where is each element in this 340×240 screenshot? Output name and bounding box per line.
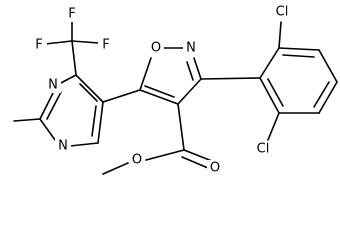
label-bg	[183, 40, 199, 56]
label-bg	[45, 77, 61, 93]
label-bg	[98, 37, 114, 53]
bond-isox-c4-c5	[139, 89, 179, 105]
bond-cf3-pyrimidine	[71, 40, 77, 76]
bond-pyr-methyl	[13, 118, 41, 122]
bond-ph-c4-c5-double	[313, 81, 330, 108]
bond-cf3-f2	[44, 40, 73, 45]
bond-ester-carbonyl-double	[181, 156, 209, 169]
bond-pyr-c2-n1	[39, 118, 56, 141]
bond-isox-n-c3	[193, 57, 202, 80]
bond-pyrimidine-isoxazole	[102, 89, 141, 103]
bond-ph-cl-bottom	[267, 112, 280, 141]
bond-ph-c3-c4	[318, 49, 338, 83]
label-bg	[253, 141, 273, 157]
bond-ph-c6-c1	[259, 77, 280, 114]
bond-isox-n-c3-double	[186, 61, 194, 81]
bond-cf3-f3	[71, 40, 100, 44]
atom-labels: F F F N N O N Cl Cl O O	[31, 4, 292, 176]
bond-isox-phenyl	[200, 77, 261, 80]
bond-isox-c3-c4	[177, 78, 202, 105]
label-bg	[129, 152, 145, 168]
bond-ph-c1-c2	[259, 47, 280, 79]
bond-ph-cl-top	[278, 21, 282, 49]
atom-o-carbonyl: O	[210, 161, 220, 176]
bond-ester-c-o	[145, 149, 185, 161]
atom-n-pyr-bottom: N	[58, 139, 68, 154]
bond-pyr-n3-c2-double	[46, 91, 62, 120]
bond-pyr-c6-c5-double	[91, 105, 97, 137]
bond-ester-carbonyl	[183, 149, 213, 162]
label-bg	[64, 6, 80, 22]
label-bg	[207, 160, 223, 176]
label-bg	[272, 4, 292, 20]
bond-ester-o-methyl	[102, 162, 129, 175]
bond-pyr-n1-c6	[69, 142, 99, 147]
atom-n-pyr-top: N	[48, 78, 58, 93]
bond-ph-c4-c5	[318, 81, 338, 114]
atom-f3: F	[102, 38, 109, 53]
bond-isox-ester-carbon	[177, 103, 185, 151]
bond-ph-c6-c1-double	[267, 78, 284, 107]
chemical-structure: F F F N N O N Cl Cl O O	[13, 4, 338, 176]
bond-ph-c2-c3-double	[282, 54, 315, 58]
bond-pyr-c6-c5	[97, 101, 104, 144]
atom-n-isoxazole: N	[186, 41, 196, 56]
atom-f2: F	[35, 38, 42, 53]
atom-cl-top: Cl	[276, 5, 289, 20]
bond-ph-c2-c3	[278, 47, 320, 51]
bond-pyr-c5-c4	[75, 74, 104, 103]
atom-o-isoxazole: O	[151, 41, 161, 56]
bond-isox-c4-c5-double	[144, 85, 175, 98]
label-bg	[55, 138, 71, 154]
label-bg	[148, 40, 164, 56]
atom-cl-bottom: Cl	[257, 142, 270, 157]
bond-pyr-c4-c5-double	[79, 83, 98, 102]
atom-f1: F	[68, 7, 75, 22]
bond-isox-c5-o	[139, 57, 152, 91]
atom-o-ester: O	[132, 153, 142, 168]
label-bg	[31, 37, 47, 53]
structure-canvas: F F F N N O N Cl Cl O O	[13, 4, 338, 176]
